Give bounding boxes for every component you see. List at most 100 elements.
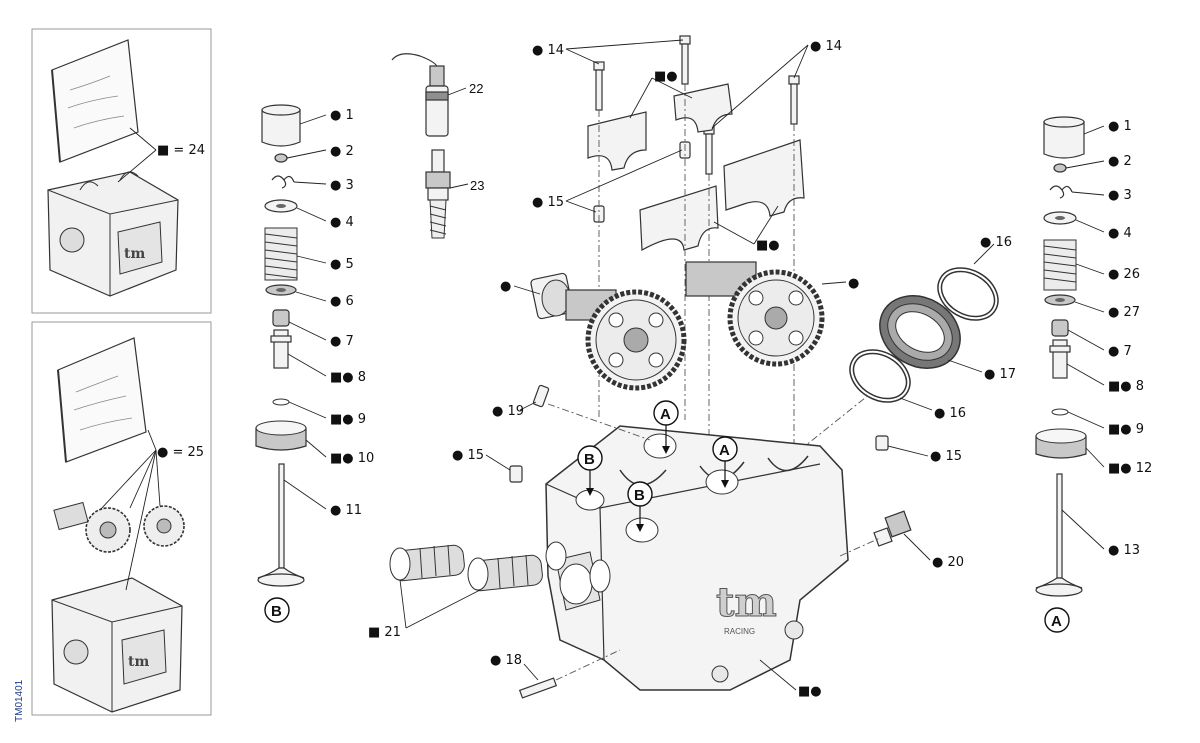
collet-right [1049,185,1073,199]
callout-12-right: ■● 12 [1108,461,1152,476]
callout-23: 23 [470,178,484,193]
callout-27-right: ● 27 [1108,305,1140,320]
camshaft-miniature-icon [53,501,185,553]
stud-18: ● 18 [490,649,621,699]
valve-stem-seal-right [1051,319,1069,337]
callout-17: ● 17 [984,367,1016,382]
callout-16b: ● 16 [934,406,966,421]
callout-13-right: ● 13 [1108,543,1140,558]
valve-stack-right: ● 1 ● 2 ● 3 ● 4 ● 26 ● 27 ● 7 ■● 8 ■● 9 … [1035,116,1152,633]
callout-4-right: ● 4 [1108,226,1132,241]
svg-text:tm: tm [128,654,149,670]
collet-left [271,175,295,189]
callout-1-right: ● 1 [1108,119,1132,134]
valve-spring-left [264,227,298,281]
callout-15a: ● 15 [532,195,564,210]
tappet-bucket-left [261,109,301,147]
callout-3-left: ● 3 [330,178,354,193]
cap-bolt-2 [679,35,691,85]
callout-22: 22 [469,81,483,96]
plug-20: ● 20 [839,510,964,570]
circlip-left [272,398,290,406]
callout-20: ● 20 [932,555,964,570]
callout-7-right: ● 7 [1108,344,1132,359]
callout-2-right: ● 2 [1108,154,1132,169]
pin-19: ● 19 [492,384,651,441]
kit-b-label: ● = 25 [157,445,204,460]
callout-10-left: ■● 10 [330,451,374,466]
circlip-right [1051,408,1069,416]
callout-16a: ● 16 [980,235,1012,250]
marker-head-b2: B [634,487,645,504]
head-block-miniature-icon: tm [47,171,179,297]
cap-bolt-3 [703,125,715,175]
valve-bore-a2 [643,433,677,459]
brand-logo-icon: tm [716,579,777,626]
cap-bolt-1 [593,61,605,111]
cylinder-head: tm RACING ■● [545,425,849,699]
callout-1-left: ● 1 [330,108,354,123]
callout-15c: ● 15 [930,449,962,464]
valve-spring-right [1043,239,1077,291]
valve-left [257,463,305,587]
valve-stem-seal-left [272,309,290,327]
dowel-15c: ● 15 [875,435,962,464]
cam-cap-4 [723,139,805,217]
intake-clamp-top: ● 16 [937,235,1012,321]
valve-right [1035,473,1083,597]
cam-cap-1 [587,111,647,171]
callout-19: ● 19 [492,404,524,419]
shim-right [1053,163,1067,173]
spark-plug: 23 [425,149,484,239]
camshaft-caps-and-bolts: ● 14 ● 14 ■● ■● ● 15 [532,35,842,510]
cam-cap-2 [673,83,733,133]
intake-clamp-bottom: ● 16 [849,349,966,421]
intake-boot: ● 17 [879,295,1016,382]
marker-a-right-circle [1044,607,1070,633]
callout-2-left: ● 2 [330,144,354,159]
dowel-15b: ● 15 [452,448,523,483]
callout-8-right: ■● 8 [1108,379,1144,394]
figure-code: TM01401 [14,679,25,722]
head-mark: ■● [798,684,822,699]
kit-panel-top: tm ■ = 24 [31,28,212,314]
callout-21: ■ 21 [368,625,401,640]
svg-text:tm: tm [124,246,145,262]
callout-15b: ● 15 [452,448,484,463]
valve-bore-b1 [625,517,659,543]
cam-cap-3 [639,185,719,251]
head-markers: A A B B [577,400,738,532]
cap-bolt-4 [788,75,800,125]
cap-mark-top: ■● [654,69,678,84]
marker-head-a1: A [660,406,671,423]
callout-5-left: ● 5 [330,257,354,272]
marker-head-b1: B [584,451,595,468]
ignition-coil: 22 [391,53,483,137]
callout-cam-right: ● [848,276,859,291]
camshaft-right: ● [685,261,859,367]
callout-6-left: ● 6 [330,294,354,309]
intake-tubes-21: ■ 21 [368,541,611,640]
callout-9-right: ■● 9 [1108,422,1144,437]
marker-b-left-circle [264,597,290,623]
callout-26-right: ● 26 [1108,267,1140,282]
callout-cam-left: ● [500,279,511,294]
callout-4-left: ● 4 [330,215,354,230]
callout-14a: ● 14 [532,43,564,58]
kit-a-label: ■ = 24 [157,143,205,158]
cap-mark-lower: ■● [756,238,780,253]
callout-3-right: ● 3 [1108,188,1132,203]
brand-sub-logo-icon: RACING [724,627,755,636]
valve-stack-left: ● 1 ● 2 ● 3 ● 4 ● 5 ● 6 ● 7 ■● 8 ■● 9 ■●… [255,104,374,623]
camshaft-left: ● [500,272,687,391]
callout-8-left: ■● 8 [330,370,366,385]
marker-b-left: B [271,603,282,620]
callout-9-left: ■● 9 [330,412,366,427]
kit-panel-bottom: tm ● = 25 [31,321,212,716]
head-block-miniature-icon-2: tm [51,577,183,713]
callout-14b: ● 14 [810,39,842,54]
tappet-bucket-right [1043,121,1085,159]
callout-11-left: ● 11 [330,503,362,518]
shim-left [274,153,288,163]
